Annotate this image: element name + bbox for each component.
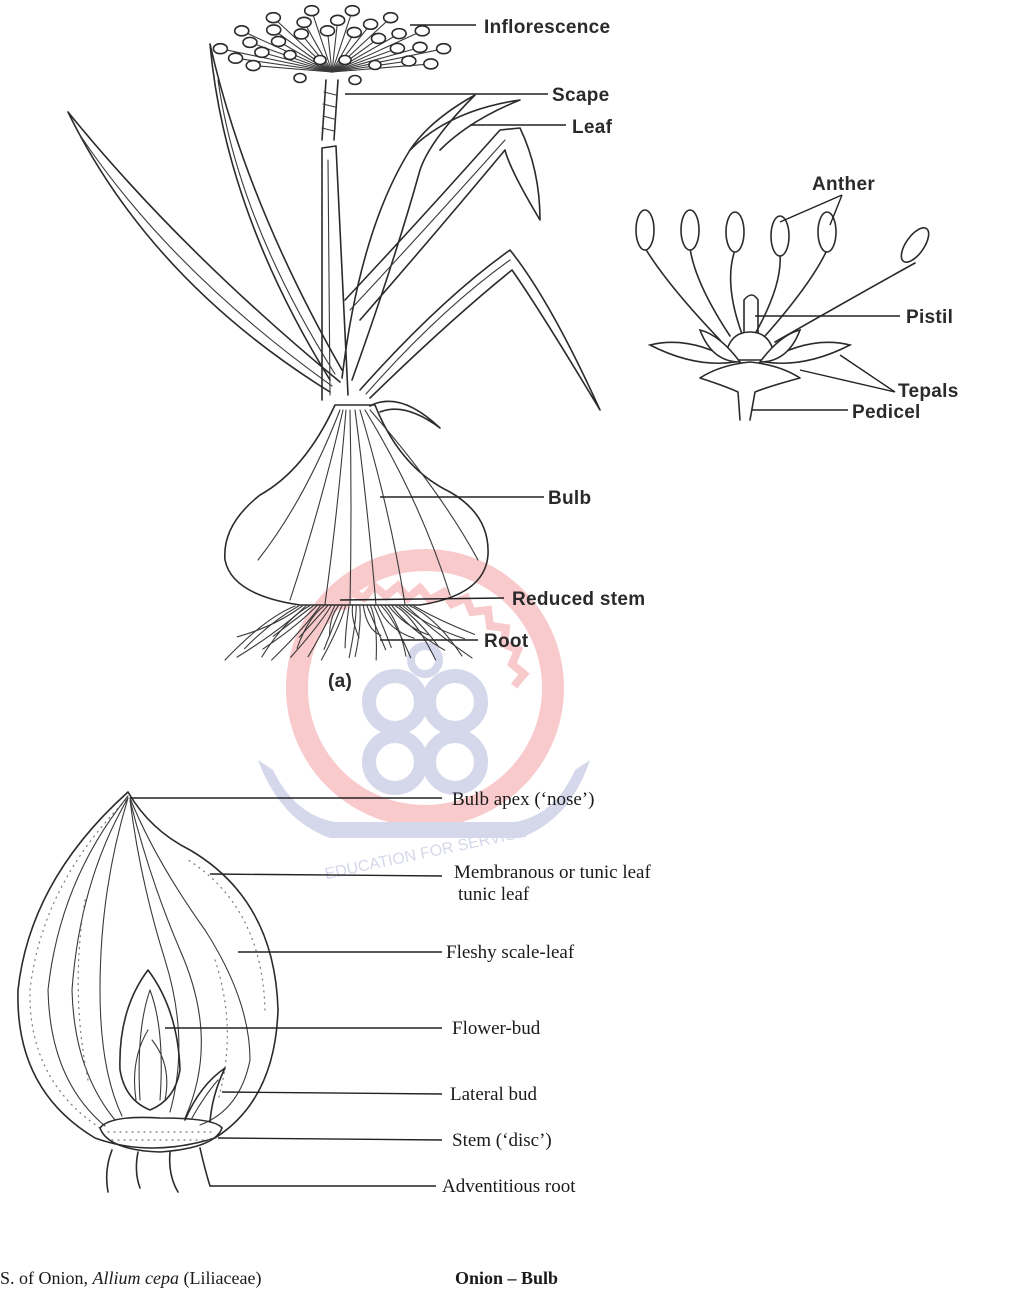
floret [384,13,398,23]
label-root: Root [484,631,529,652]
anther-shape [681,210,699,250]
floret [267,25,281,35]
label-reduced-stem: Reduced stem [512,589,645,610]
leaf-folded [345,128,540,320]
label-scape: Scape [552,85,609,106]
floret [272,36,286,46]
floret [213,44,227,54]
floret [345,6,359,16]
floret [331,15,345,25]
label-tepals: Tepals [898,381,959,402]
label-pedicel: Pedicel [852,402,921,423]
label-lateral-bud: Lateral bud [450,1084,538,1105]
leaf-left [68,112,340,392]
stamen-filament [775,263,915,342]
caption-right: Onion – Bulb [455,1268,558,1288]
floret [243,37,257,47]
floret [266,13,280,23]
floret [229,53,243,63]
caption-left-family: (Liliaceae) [179,1268,261,1289]
stamen-filament [645,248,720,340]
caption-left-species: Allium cepa [92,1268,179,1288]
label-stem-disc: Stem (‘disc’) [452,1130,552,1151]
label-membranous-leaf: Membranous or tunic leaf [454,862,651,883]
floret [369,61,381,70]
leaf-right [360,250,600,410]
floret [349,76,361,85]
floret [413,42,427,52]
floret [415,26,429,36]
floret [371,33,385,43]
floret [424,59,438,69]
stamen-filament [731,250,742,334]
stamen-filament [690,248,730,336]
floret [347,27,361,37]
label-bulb-apex: Bulb apex (‘nose’) [452,789,594,810]
label-flower-bud: Flower-bud [452,1018,541,1039]
label-figure-a: (a) [328,671,352,692]
floret [320,26,334,36]
floret [284,51,296,60]
floret [314,56,326,65]
floret [235,26,249,36]
floret [402,56,416,66]
floret [246,61,260,71]
bulb-section-drawing [18,792,278,1192]
floret [305,6,319,16]
anther-shape [636,210,654,250]
label-bulb: Bulb [548,488,591,509]
leaf-small [370,401,440,428]
floret [392,29,406,39]
floret [364,19,378,29]
label-fleshy-scale-leaf: Fleshy scale-leaf [446,942,575,963]
floret [294,29,308,39]
label-inflorescence: Inflorescence [484,17,610,38]
anther-shape [896,223,934,266]
caption-left: S. of Onion, Allium cepa (Liliaceae) [0,1268,261,1289]
floret [294,74,306,83]
anther-shape [726,212,744,252]
onion-plant-drawing [68,6,600,660]
label-leaf: Leaf [572,117,613,138]
caption-left-prefix: S. of Onion, [0,1268,93,1288]
floret [339,56,351,65]
label-adventitious-root: Adventitious root [442,1176,576,1197]
label-anther: Anther [812,174,875,195]
label-membranous-leaf-echo: tunic leaf [458,884,530,905]
floret [255,47,269,57]
inflorescence-umbel [213,6,450,85]
floret [437,44,451,54]
floret [390,43,404,53]
label-pistil: Pistil [906,307,953,328]
floret [297,17,311,27]
